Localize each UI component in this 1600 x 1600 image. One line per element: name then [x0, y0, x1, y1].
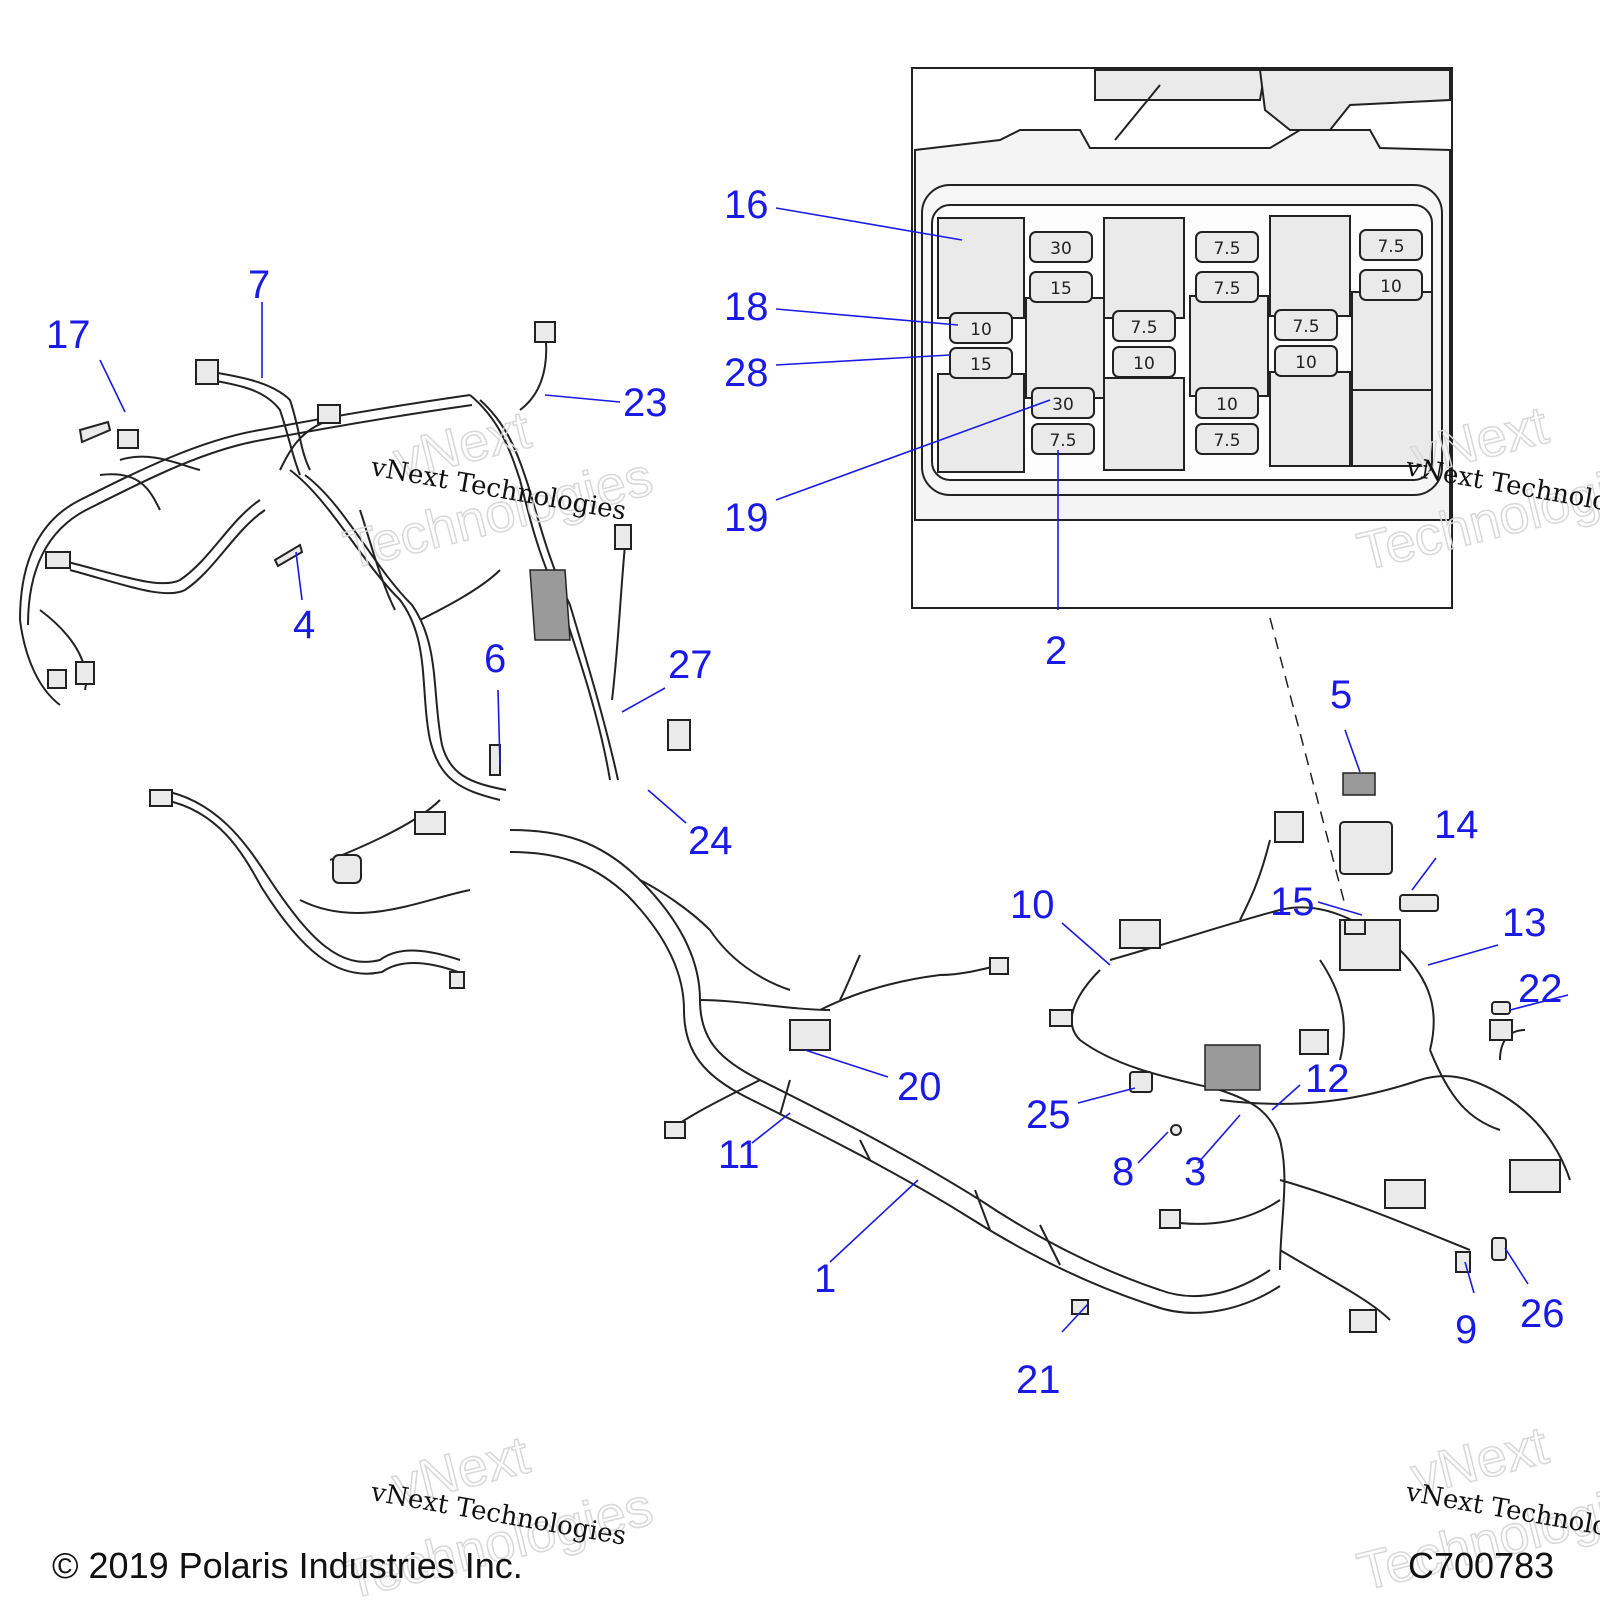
fuse-slot: 7.5 [1031, 423, 1095, 455]
fuse-slot: 7.5 [1112, 310, 1176, 342]
fuse-rating: 10 [1295, 353, 1317, 373]
copyright-text: © 2019 Polaris Industries Inc. [52, 1545, 523, 1586]
fuse-rating: 10 [1380, 277, 1402, 297]
fuse-rating: 30 [1052, 395, 1074, 415]
connector-9 [1455, 1251, 1471, 1273]
callout-19: 19 [724, 496, 769, 540]
fuse-slot: 15 [1029, 271, 1093, 303]
fuse-rating: 10 [970, 320, 992, 340]
fuse [1344, 919, 1366, 935]
callout-1: 1 [814, 1257, 836, 1301]
leader-lines [99, 207, 1569, 1333]
callout-12: 12 [1305, 1057, 1350, 1101]
callout-18: 18 [724, 285, 769, 329]
callout-4: 4 [293, 603, 315, 647]
callout-3: 3 [1184, 1150, 1206, 1194]
callout-labels: 16 18 28 19 2 17 7 4 23 6 27 24 5 14 15 … [46, 183, 1565, 1402]
terminal [1491, 1237, 1507, 1261]
cap [1491, 1001, 1511, 1015]
fuse-slot: 7.5 [1195, 423, 1259, 455]
callout-8: 8 [1112, 1150, 1134, 1194]
fuse-rating: 10 [1133, 354, 1155, 374]
callout-10: 10 [1010, 883, 1055, 927]
projection-line [1269, 617, 1346, 906]
figure-code: C700783 [1408, 1545, 1554, 1586]
callout-14: 14 [1434, 803, 1479, 847]
callout-28: 28 [724, 351, 769, 395]
fuse-box-inset: 30 15 10 15 30 7.5 7.5 10 7.5 7.5 10 7.5… [911, 67, 1453, 609]
nut [1170, 1124, 1182, 1136]
callout-2: 2 [1045, 629, 1067, 673]
callout-9: 9 [1455, 1308, 1477, 1352]
front-harness [19, 321, 691, 989]
fuse-slot: 10 [1195, 387, 1259, 419]
callout-26: 26 [1520, 1292, 1565, 1336]
fuse-slot: 30 [1029, 231, 1093, 263]
rear-harness [1049, 811, 1571, 1333]
callout-5: 5 [1330, 673, 1352, 717]
callout-20: 20 [897, 1065, 942, 1109]
fuse-slot: 15 [949, 347, 1013, 379]
loose-parts [1129, 772, 1511, 1273]
fuse-rating: 7.5 [1049, 431, 1076, 451]
callout-6: 6 [484, 637, 506, 681]
callout-22: 22 [1518, 967, 1563, 1011]
fuse-slot: 10 [1274, 345, 1338, 377]
callout-17: 17 [46, 313, 91, 357]
fuse-label-decal [1342, 772, 1376, 796]
fuse-slot: 10 [1359, 269, 1423, 301]
callout-21: 21 [1016, 1358, 1061, 1402]
fuse-rating: 7.5 [1213, 279, 1240, 299]
fuse-rating: 15 [1050, 279, 1072, 299]
fuse-slot: 30 [1031, 387, 1095, 419]
fuse-rating: 10 [1216, 395, 1238, 415]
fuse-slot: 7.5 [1359, 229, 1423, 261]
fuse-rating: 7.5 [1377, 237, 1404, 257]
fuse-rating: 30 [1050, 239, 1072, 259]
callout-15: 15 [1270, 880, 1315, 924]
fuse-rating: 7.5 [1213, 431, 1240, 451]
fuse-box-cover [1339, 821, 1393, 875]
callout-23: 23 [623, 381, 668, 425]
callout-7: 7 [248, 263, 270, 307]
callout-27: 27 [668, 643, 713, 687]
fuse-slot: 10 [1112, 346, 1176, 378]
main-harness [509, 829, 1281, 1315]
callout-16: 16 [724, 183, 769, 227]
callout-24: 24 [688, 819, 733, 863]
fuse-rating: 15 [970, 355, 992, 375]
fuse-slot: 10 [949, 312, 1013, 344]
fuse-puller [1399, 894, 1439, 912]
fuse-rating: 7.5 [1130, 318, 1157, 338]
callout-13: 13 [1502, 901, 1547, 945]
fuse-slot: 7.5 [1274, 309, 1338, 341]
fuse-slot: 7.5 [1195, 271, 1259, 303]
fuse-rating: 7.5 [1292, 317, 1319, 337]
fuse-rating: 7.5 [1213, 239, 1240, 259]
callout-25: 25 [1026, 1093, 1071, 1137]
grommet [1129, 1071, 1153, 1093]
callout-11: 11 [718, 1133, 760, 1177]
fuse-slot: 7.5 [1195, 231, 1259, 263]
